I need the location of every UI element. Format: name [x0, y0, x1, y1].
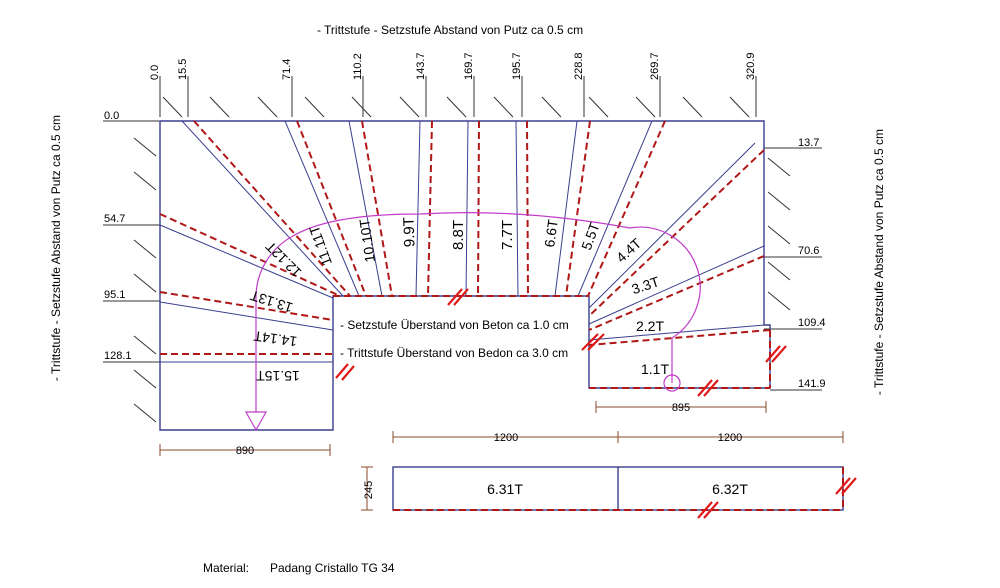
note-setzstufe: - Setzstufe Überstand von Beton ca 1.0 c…: [340, 318, 569, 332]
tread-label-10: 10.10T: [356, 218, 378, 264]
tread-label-15: 15.15T: [256, 368, 300, 384]
note-left: - Trittstufe - Setzstufe Abstand von Put…: [49, 115, 63, 381]
top-dim-3: 110.2: [352, 53, 364, 80]
landing-plates: [392, 466, 857, 519]
dim-left-width: 890: [236, 445, 254, 457]
tread-label-6: 6.6T: [541, 218, 561, 248]
top-dim-9: 320.9: [745, 52, 757, 80]
left-dim-3: 128.1: [104, 350, 132, 362]
wall-hatching: [133, 96, 791, 423]
dim-seg-2: 1200: [718, 432, 742, 444]
dim-seg-1: 1200: [494, 432, 518, 444]
left-dim-1: 54.7: [104, 213, 125, 225]
tread-label-14: 14.14T: [252, 328, 298, 350]
tread-label-7: 7.7T: [499, 220, 516, 250]
right-dim-1: 70.6: [798, 245, 819, 257]
material-value: Padang Cristallo TG 34: [270, 561, 395, 575]
right-dim-3: 141.9: [798, 378, 826, 390]
tread-label-9: 9.9T: [400, 217, 418, 248]
note-right: - Trittstufe - Setzstufe Abstand von Put…: [872, 129, 886, 395]
top-dimension-line: [159, 76, 757, 117]
bottom-dimensions: [159, 401, 844, 511]
tread-label-2: 2.2T: [636, 318, 664, 334]
tread-label-1: 1.1T: [641, 361, 669, 377]
left-dimension-lines: [103, 120, 160, 363]
top-dim-4: 143.7: [415, 52, 427, 80]
left-dim-0: 0.0: [104, 110, 119, 122]
top-dim-7: 228.8: [573, 52, 585, 80]
top-dim-2: 71.4: [281, 59, 293, 80]
tread-label-4: 4.4T: [613, 235, 645, 266]
landing-label-2: 6.32T: [712, 481, 748, 497]
tread-label-12: 12.12T: [262, 238, 304, 280]
left-dim-2: 95.1: [104, 289, 125, 301]
top-dim-1: 15.5: [177, 59, 189, 80]
stair-outline: [159, 120, 771, 431]
right-dim-0: 13.7: [798, 137, 819, 149]
note-top: - Trittstufe - Setzstufe Abstand von Put…: [317, 23, 583, 37]
top-dim-5: 169.7: [463, 52, 475, 80]
note-trittstufe: - Trittstufe Überstand von Bedon ca 3.0 …: [340, 346, 568, 360]
tread-label-13: 13.13T: [248, 287, 295, 316]
top-dim-6: 195.7: [511, 52, 523, 80]
top-dim-0: 0.0: [149, 65, 161, 80]
dim-right-width: 895: [672, 402, 690, 414]
tread-label-8: 8.8T: [450, 220, 467, 250]
walking-line: [244, 212, 701, 432]
material-label: Material:: [203, 561, 249, 575]
right-dim-2: 109.4: [798, 317, 826, 329]
right-dimension-lines: [764, 147, 822, 391]
dim-height: 245: [363, 481, 375, 499]
landing-label-1: 6.31T: [487, 481, 523, 497]
cut-marks: [335, 288, 787, 397]
top-dim-8: 269.7: [649, 52, 661, 80]
